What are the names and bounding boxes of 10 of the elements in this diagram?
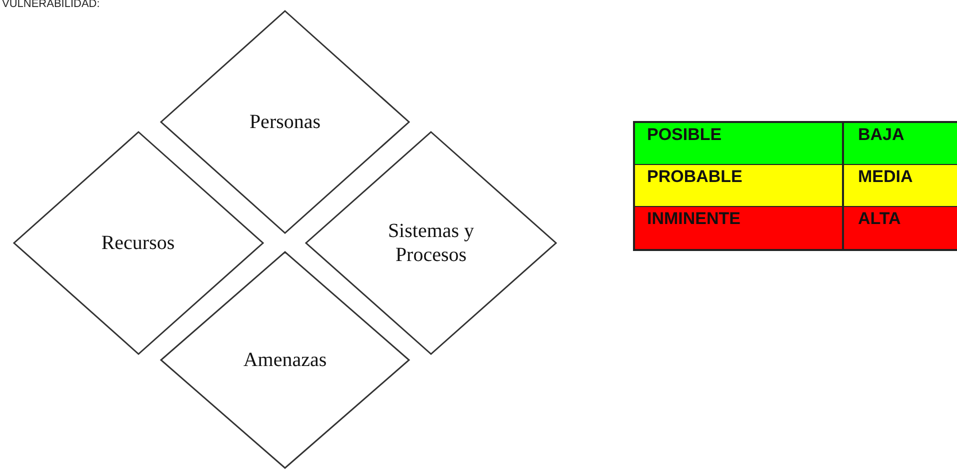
table-cell: ALTA (844, 207, 957, 249)
table-cell: POSIBLE (635, 123, 844, 165)
diamond-label: Recursos (101, 231, 175, 255)
table-cell: INMINENTE (635, 207, 844, 249)
diamond-label: Personas (249, 110, 321, 134)
table-cell: PROBABLE (635, 165, 844, 207)
table-cell: BAJA (844, 123, 957, 165)
table-cell: MEDIA (844, 165, 957, 207)
diamond-label: Amenazas (243, 348, 327, 372)
diamond-label: Sistemas y Procesos (386, 219, 476, 267)
